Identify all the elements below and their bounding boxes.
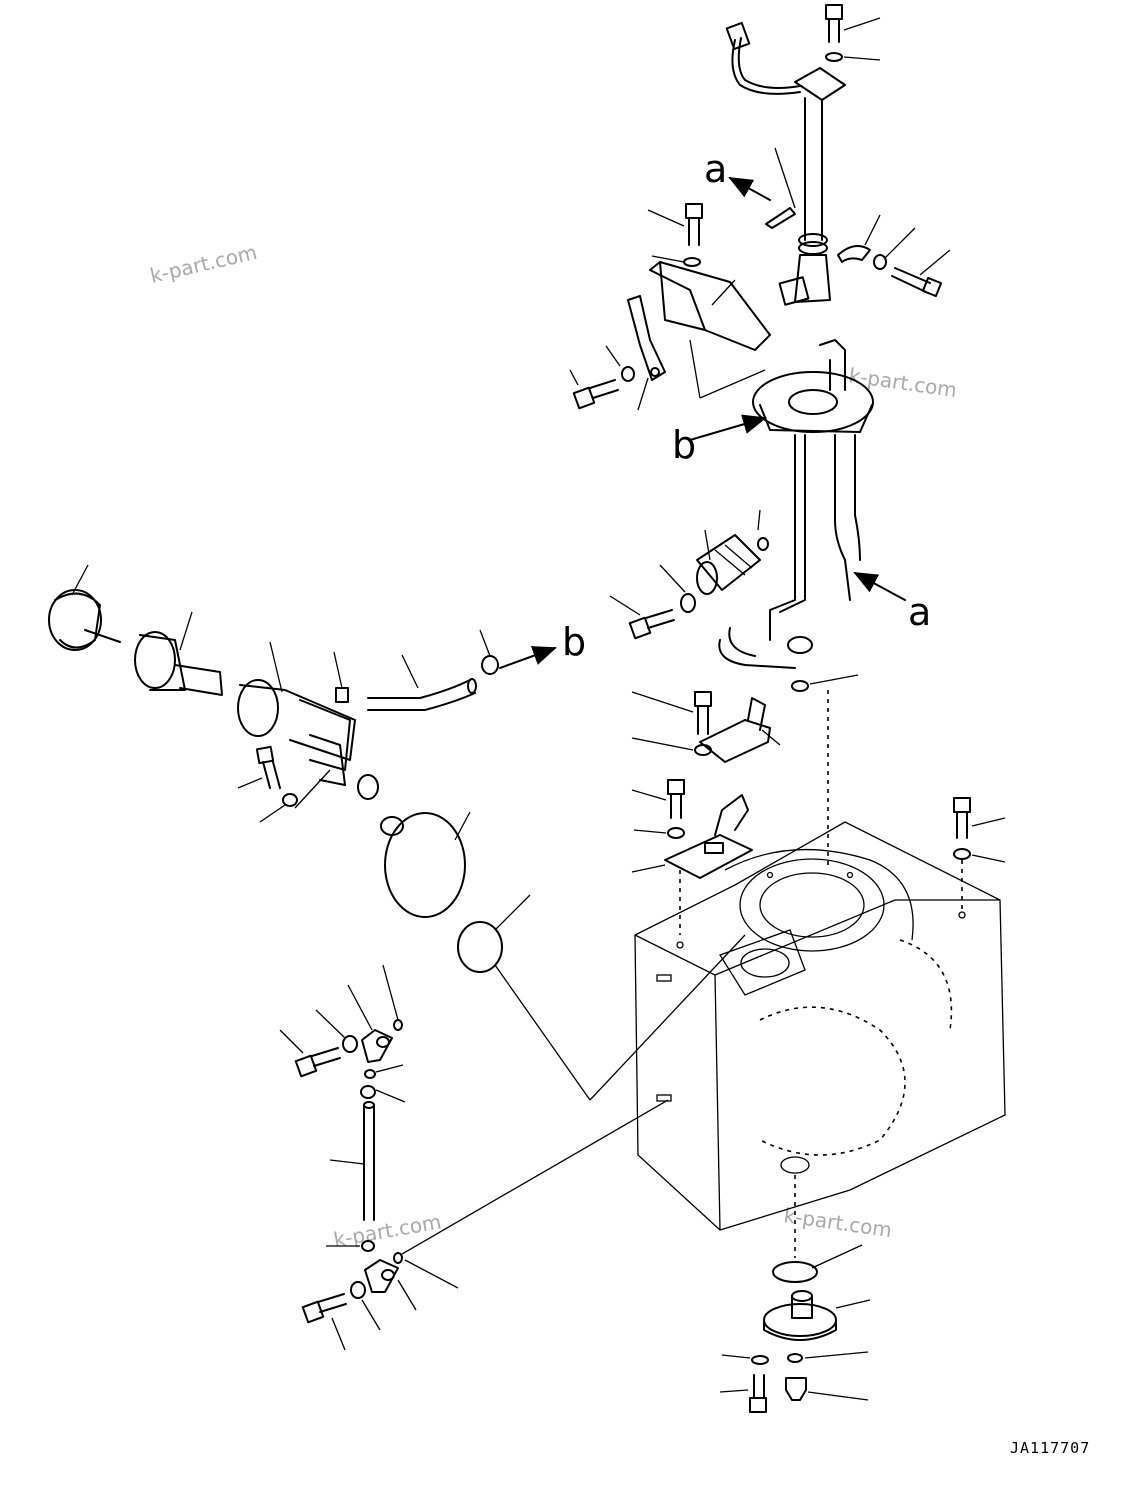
arrow-a-upper: a [704, 147, 771, 201]
watermark-upper-right: k-part.com [847, 363, 958, 402]
watermark-lower-right: k-part.com [782, 1203, 893, 1242]
clamp-right [837, 214, 916, 270]
leader-grommet-top [375, 1089, 406, 1103]
fuel-tank [634, 821, 1006, 1231]
o-ring-gauge [364, 1069, 376, 1079]
o-ring-lower-gauge [393, 1252, 403, 1264]
callout-b-lower: b [562, 620, 586, 664]
leader-o-ring-small [809, 674, 859, 685]
callout-a-lower: a [908, 590, 931, 634]
bolt-tank-right [953, 797, 1006, 912]
clamp-left [765, 147, 796, 229]
leader-o-ring-gauge [375, 1064, 404, 1073]
leader-bracket [637, 377, 649, 411]
filler-tube-assembly [718, 339, 874, 669]
pipe-clip [333, 651, 349, 703]
float-tube [380, 811, 471, 918]
bolt-gauge-lower [301, 1293, 347, 1351]
bolt-gauge-upper [279, 1029, 341, 1078]
handle-bracket [627, 261, 771, 399]
bolt-upper-center [631, 691, 712, 756]
bracket-plate [631, 794, 753, 935]
bolt-filler-neck [237, 745, 331, 823]
fuel-level-sender [725, 21, 846, 306]
filler-cap [48, 564, 121, 651]
arrow-a-lower: a [853, 572, 931, 634]
drain-gasket [772, 1175, 863, 1283]
leader-tank-gauge [401, 1099, 669, 1255]
adapter-neck [134, 611, 223, 696]
bolt-top [825, 4, 881, 62]
arrow-b-lower: b [499, 620, 586, 669]
leader-o-ring-lower [404, 1259, 459, 1289]
callout-b-upper: b [672, 423, 696, 467]
filler-neck [237, 641, 379, 800]
bracket-upper-center [699, 697, 781, 763]
gauge-upper-fitting [315, 964, 403, 1063]
o-ring-small [791, 680, 809, 692]
callout-a-upper: a [704, 147, 727, 191]
grommet-bottom [361, 1240, 375, 1252]
figure-code: JA117707 [1010, 1439, 1090, 1457]
drain-plug [785, 1351, 869, 1401]
hose-clamp [479, 629, 499, 675]
bolt-plate [631, 779, 685, 839]
bolt-right-clamp [891, 249, 951, 298]
gauge-lower-fitting [350, 1259, 417, 1331]
watermark-upper-left: k-part.com [148, 240, 259, 288]
gasket-oval [457, 894, 746, 1101]
strainer [696, 509, 769, 595]
grommet-top [360, 1085, 376, 1099]
bolt-drain [719, 1354, 769, 1413]
bolt-strainer [609, 564, 696, 640]
hose [367, 654, 477, 711]
bolt-bracket-left [569, 345, 635, 410]
sight-tube [329, 1101, 375, 1221]
leader-handle [711, 279, 736, 306]
bolt-handle [647, 203, 703, 267]
arrow-b-upper: b [672, 414, 767, 467]
drain-plate [763, 1290, 871, 1341]
